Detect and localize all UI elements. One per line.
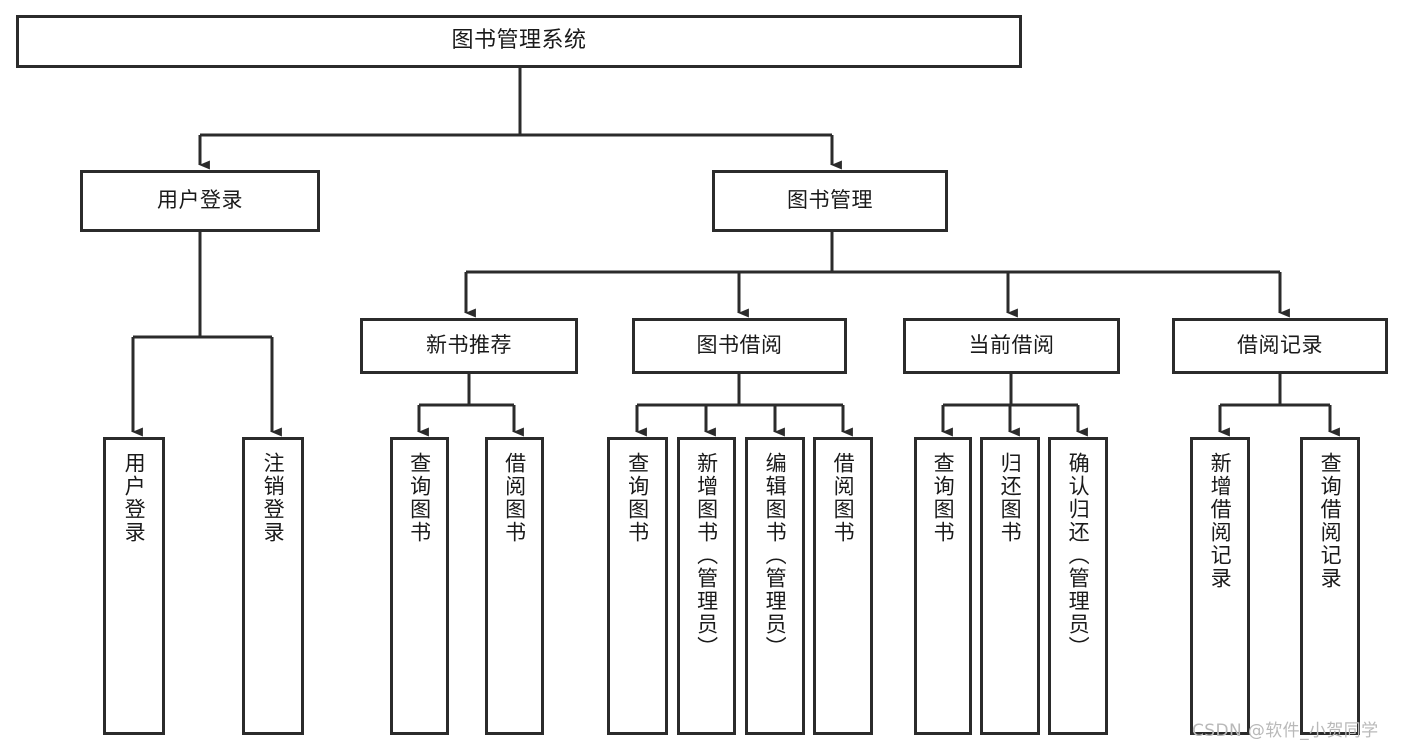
node-leaf-logout-label: 注销登录: [261, 452, 286, 544]
node-new-book-recommend-label: 新书推荐: [426, 333, 512, 358]
node-borrow-record[interactable]: 借阅记录: [1172, 318, 1388, 374]
node-leaf-add-borrow-record-label: 新增借阅记录: [1208, 452, 1233, 590]
node-leaf-borrow-book-1-label: 借阅图书: [502, 452, 527, 544]
node-current-borrow[interactable]: 当前借阅: [903, 318, 1120, 374]
node-leaf-user-login-label: 用户登录: [122, 452, 147, 544]
node-leaf-edit-book-label: 编辑图书（管理员）: [763, 452, 788, 659]
node-new-book-recommend[interactable]: 新书推荐: [360, 318, 578, 374]
node-leaf-confirm-return-label: 确认归还（管理员）: [1066, 452, 1091, 659]
node-root-label: 图书管理系统: [451, 28, 587, 54]
csdn-watermark: CSDN @软件_小贺同学: [1192, 721, 1379, 741]
node-leaf-logout[interactable]: 注销登录: [242, 437, 304, 735]
node-current-borrow-label: 当前借阅: [968, 333, 1055, 358]
node-leaf-return-book[interactable]: 归还图书: [980, 437, 1040, 735]
node-leaf-add-book-label: 新增图书（管理员）: [694, 452, 719, 659]
node-leaf-user-login[interactable]: 用户登录: [103, 437, 165, 735]
node-leaf-query-book-3-label: 查询图书: [931, 452, 956, 544]
node-leaf-query-book-1-label: 查询图书: [407, 452, 432, 544]
node-book-management-label: 图书管理: [787, 188, 873, 213]
node-leaf-query-book-3[interactable]: 查询图书: [914, 437, 972, 735]
node-leaf-query-book-2-label: 查询图书: [625, 452, 650, 544]
node-borrow-record-label: 借阅记录: [1237, 333, 1323, 358]
node-root[interactable]: 图书管理系统: [16, 15, 1022, 68]
node-book-borrow-label: 图书借阅: [696, 333, 783, 358]
node-leaf-edit-book[interactable]: 编辑图书（管理员）: [745, 437, 805, 735]
node-leaf-query-book-2[interactable]: 查询图书: [607, 437, 668, 735]
node-book-borrow[interactable]: 图书借阅: [632, 318, 847, 374]
node-user-login-label: 用户登录: [157, 188, 243, 213]
node-leaf-query-borrow-record[interactable]: 查询借阅记录: [1300, 437, 1360, 735]
node-leaf-add-borrow-record[interactable]: 新增借阅记录: [1190, 437, 1250, 735]
node-leaf-confirm-return[interactable]: 确认归还（管理员）: [1048, 437, 1108, 735]
node-leaf-query-book-1[interactable]: 查询图书: [390, 437, 449, 735]
node-user-login[interactable]: 用户登录: [80, 170, 320, 232]
node-book-management[interactable]: 图书管理: [712, 170, 948, 232]
node-leaf-borrow-book-2-label: 借阅图书: [831, 452, 856, 544]
node-leaf-query-borrow-record-label: 查询借阅记录: [1318, 452, 1343, 590]
node-leaf-return-book-label: 归还图书: [998, 452, 1023, 544]
node-leaf-borrow-book-2[interactable]: 借阅图书: [813, 437, 873, 735]
node-leaf-borrow-book-1[interactable]: 借阅图书: [485, 437, 544, 735]
node-leaf-add-book[interactable]: 新增图书（管理员）: [677, 437, 736, 735]
